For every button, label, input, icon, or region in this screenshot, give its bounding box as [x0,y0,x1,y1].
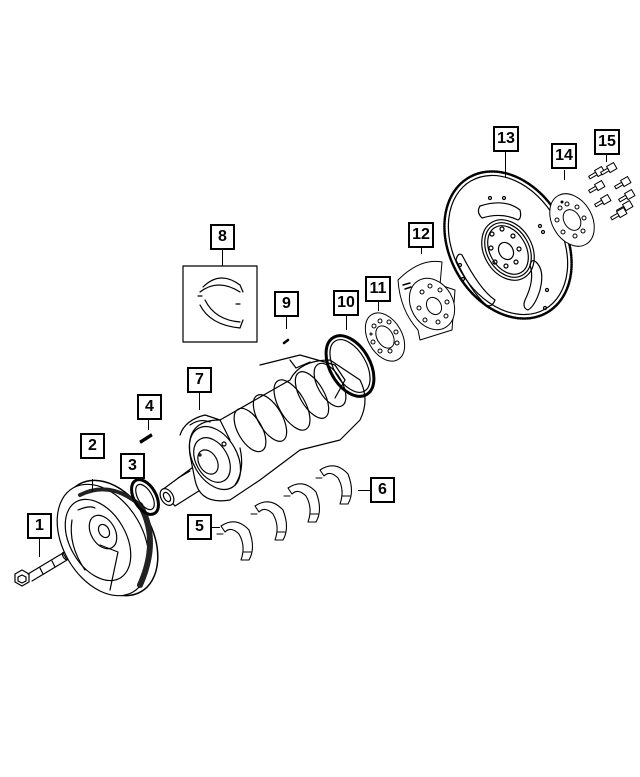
callout-label: 3 [128,457,137,474]
callout-6[interactable]: 6 [370,477,395,503]
callout-7[interactable]: 7 [187,367,212,393]
leader-line-7 [199,393,200,410]
dowel-part[interactable] [282,338,290,345]
callout-13[interactable]: 13 [493,126,519,152]
callout-11[interactable]: 11 [365,276,391,302]
callout-10[interactable]: 10 [333,290,359,316]
flex-plate-part[interactable] [419,148,597,341]
leader-line-15 [606,155,607,162]
callout-label: 11 [369,280,387,297]
callout-4[interactable]: 4 [137,394,162,420]
callout-8[interactable]: 8 [210,224,235,250]
callout-1[interactable]: 1 [27,513,52,539]
leader-line-5 [212,527,220,528]
bolt-part[interactable] [14,551,69,587]
tone-wheel-shield-part[interactable] [397,260,464,341]
leader-line-9 [286,317,287,329]
callout-5[interactable]: 5 [187,514,212,540]
crankshaft-part[interactable] [157,354,366,508]
thrust-bearing-kit-part[interactable] [182,265,258,343]
callout-label: 2 [88,437,97,454]
leader-line-11 [378,301,379,311]
main-bearings-part[interactable] [216,465,353,561]
callout-9[interactable]: 9 [274,291,299,317]
callout-2[interactable]: 2 [80,433,105,459]
callout-label: 7 [195,371,204,388]
callout-label: 1 [35,517,44,534]
callout-label: 4 [145,398,154,415]
leader-line-4 [148,419,149,430]
callout-12[interactable]: 12 [408,222,434,248]
reinforcement-plate-part[interactable] [541,186,604,254]
callout-label: 9 [282,295,291,312]
leader-line-1 [39,539,40,557]
key-part[interactable] [139,433,153,444]
callout-label: 10 [337,294,355,311]
leader-line-6 [358,490,370,491]
callout-3[interactable]: 3 [120,453,145,479]
leader-line-14 [564,170,565,180]
callout-15[interactable]: 15 [594,129,620,155]
callout-label: 14 [555,147,573,164]
callout-label: 8 [218,228,227,245]
rear-seal-part[interactable] [316,327,384,404]
callout-14[interactable]: 14 [551,143,577,169]
leader-line-10 [346,316,347,330]
leader-line-2 [92,479,93,492]
callout-label: 6 [378,481,387,498]
front-seal-part[interactable] [126,475,164,519]
callout-label: 15 [598,133,616,150]
vibration-damper-part[interactable] [38,463,177,612]
leader-line-12 [421,248,422,254]
spacer-plate-part[interactable] [357,306,412,368]
flex-plate-bolts-part[interactable] [588,162,636,222]
leader-line-13 [505,152,506,178]
leader-line-8 [222,250,223,266]
callout-label: 12 [412,226,430,243]
callout-label: 5 [195,518,204,535]
callout-label: 13 [497,130,515,147]
